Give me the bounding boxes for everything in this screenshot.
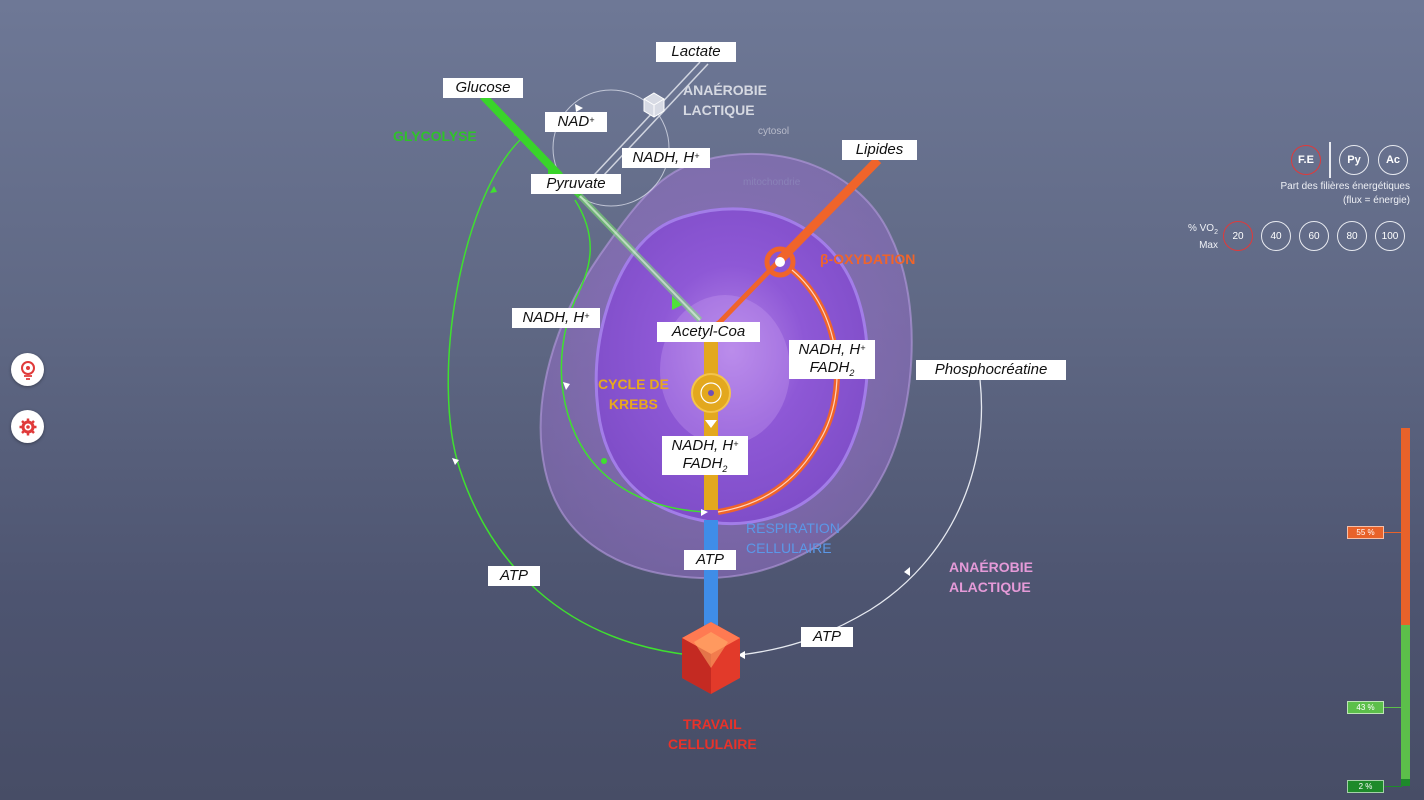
zone-glycolyse: GLYCOLYSE <box>393 128 477 144</box>
label-atp-respiration: ATP <box>684 550 736 570</box>
vo2-option-20[interactable]: 20 <box>1223 221 1253 251</box>
vo2-option-100[interactable]: 100 <box>1375 221 1405 251</box>
label-nadh-fadh-krebs: NADH, H+ FADH2 <box>662 436 748 475</box>
gear-icon <box>19 418 36 435</box>
filiere-button-fe[interactable]: F.E <box>1291 145 1321 175</box>
filiere-button-ac[interactable]: Ac <box>1378 145 1408 175</box>
zone-mitochondrie: mitochondrie <box>743 177 801 188</box>
vo2-label: % VO2 Max <box>1187 223 1218 251</box>
energy-tag-connector <box>1384 786 1402 787</box>
vo2-option-80[interactable]: 80 <box>1337 221 1367 251</box>
energy-tag-connector <box>1384 532 1402 533</box>
filieres-caption: Part des filières énergétiques(flux = én… <box>1280 181 1410 206</box>
location-button[interactable] <box>11 353 44 386</box>
label-nadh-glycolyse: NADH, H+ <box>512 308 600 328</box>
phosphocreatine-loop <box>739 379 983 656</box>
energy-share-bar <box>1401 428 1410 786</box>
label-glucose: Glucose <box>443 78 523 98</box>
travail-cellulaire-gem-icon <box>682 622 740 694</box>
beta-oxydation-node <box>764 246 796 278</box>
glycolyse-atp-loop <box>447 139 691 656</box>
energy-share-tag: 55 % <box>1347 526 1384 539</box>
label-nad: NAD+ <box>545 112 607 132</box>
location-pin-icon <box>20 360 35 380</box>
label-nadh-fadh-beta: NADH, H+ FADH2 <box>789 340 875 379</box>
zone-cytosol: cytosol <box>758 126 790 137</box>
vo2-option-60[interactable]: 60 <box>1299 221 1329 251</box>
filiere-divider <box>1329 142 1331 178</box>
vo2-option-40[interactable]: 40 <box>1261 221 1291 251</box>
energy-bar-segment <box>1401 428 1410 625</box>
label-pyruvate: Pyruvate <box>531 174 621 194</box>
energy-bar-segment <box>1401 778 1410 786</box>
zone-beta-oxydation: β-OXYDATION <box>820 251 916 267</box>
energy-bar-segment <box>1401 624 1410 779</box>
label-lipides: Lipides <box>842 140 917 160</box>
label-phosphocreatine: Phosphocréatine <box>916 360 1066 380</box>
energy-share-tag: 43 % <box>1347 701 1384 714</box>
energy-tag-connector <box>1384 707 1402 708</box>
label-acetyl-coa: Acetyl-Coa <box>657 322 760 342</box>
label-atp-glycolyse: ATP <box>488 566 540 586</box>
settings-button[interactable] <box>11 410 44 443</box>
energy-share-tag: 2 % <box>1347 780 1384 793</box>
label-nadh-cytosol: NADH, H+ <box>622 148 710 168</box>
filiere-button-py[interactable]: Py <box>1339 145 1369 175</box>
label-atp-alactique: ATP <box>801 627 853 647</box>
label-lactate: Lactate <box>656 42 736 62</box>
